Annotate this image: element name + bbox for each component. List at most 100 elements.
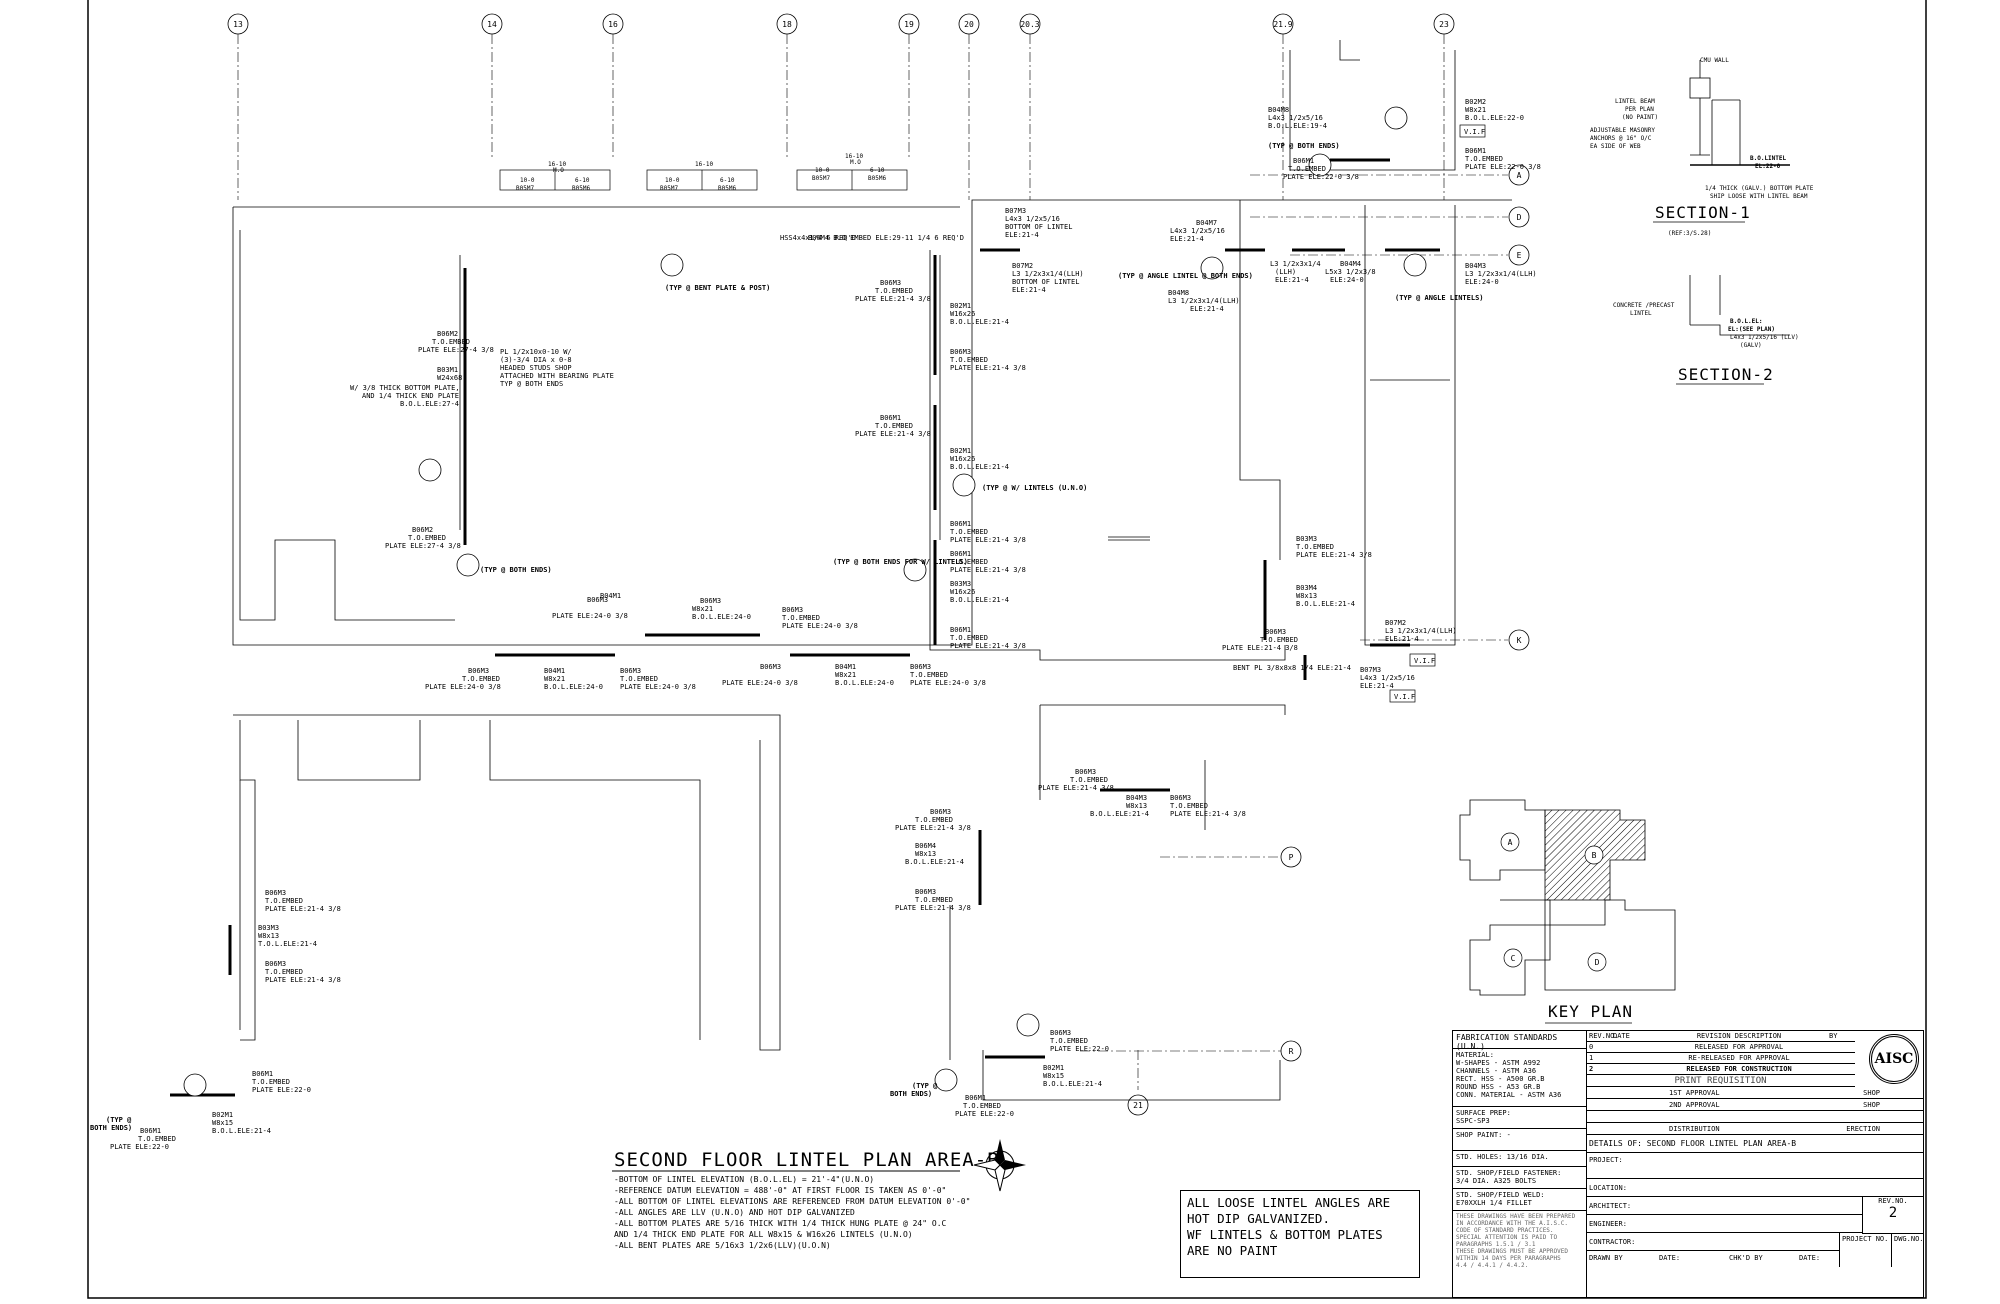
project-no-cell: PROJECT NO. (1839, 1233, 1891, 1267)
svg-text:(NO PAINT): (NO PAINT) (1622, 114, 1658, 121)
svg-text:A: A (1517, 171, 1522, 180)
svg-text:-REFERENCE DATUM ELEVATION = 4: -REFERENCE DATUM ELEVATION = 488'-0" AT … (614, 1186, 946, 1195)
svg-text:PLATE ELE:21-4 3/8: PLATE ELE:21-4 3/8 (855, 430, 931, 438)
svg-text:PLATE ELE:21-4 3/8: PLATE ELE:21-4 3/8 (1038, 784, 1114, 792)
svg-text:PLATE ELE:24-0 3/8: PLATE ELE:24-0 3/8 (782, 622, 858, 630)
svg-text:PLATE ELE:21-4 3/8: PLATE ELE:21-4 3/8 (1296, 551, 1372, 559)
svg-text:16-10: 16-10 (695, 161, 713, 168)
note-line: HOT DIP GALVANIZED. (1187, 1211, 1330, 1226)
svg-text:W8x15: W8x15 (1043, 1072, 1064, 1080)
svg-text:13: 13 (233, 20, 243, 29)
key-plan-area-labels: A B C D (1508, 838, 1600, 967)
svg-text:PLATE ELE:21-4 3/8: PLATE ELE:21-4 3/8 (1170, 810, 1246, 818)
svg-text:10-0: 10-0 (520, 177, 535, 184)
svg-text:B06M3: B06M3 (587, 596, 608, 604)
revision-row: 2 RELEASED FOR CONSTRUCTION (1586, 1064, 1855, 1075)
svg-text:B06M3: B06M3 (930, 808, 951, 816)
grid-bubble-14 (481, 13, 503, 35)
svg-text:L4x3 1/2x5/16: L4x3 1/2x5/16 (1268, 114, 1323, 122)
svg-text:K: K (1517, 636, 1522, 645)
svg-text:B06M3: B06M3 (1170, 794, 1191, 802)
svg-text:L3 1/2x3x1/4: L3 1/2x3x1/4 (1270, 260, 1321, 268)
svg-text:16-10: 16-10 (548, 161, 566, 168)
svg-text:B: B (1592, 851, 1597, 860)
svg-text:W8x13: W8x13 (915, 850, 936, 858)
svg-text:B06M3: B06M3 (760, 663, 781, 671)
section-1-labels: CMU WALL LINTEL BEAM PER PLAN (NO PAINT)… (1590, 57, 1814, 200)
svg-text:L4x3 1/2x5/16: L4x3 1/2x5/16 (1360, 674, 1415, 682)
galvanizing-note: ALL LOOSE LINTEL ANGLES ARE HOT DIP GALV… (1180, 1190, 1420, 1278)
surface-prep: SURFACE PREP:SSPC-SP3 (1453, 1107, 1586, 1129)
svg-text:-ALL BOTTOM OF LINTEL ELEVATIO: -ALL BOTTOM OF LINTEL ELEVATIONS ARE REF… (614, 1197, 970, 1206)
svg-text:B.O.L.ELE:21-4: B.O.L.ELE:21-4 (1043, 1080, 1102, 1088)
svg-text:B06M3: B06M3 (700, 597, 721, 605)
svg-text:(REF:3/S.28): (REF:3/S.28) (1668, 230, 1711, 237)
svg-text:EL:(SEE PLAN): EL:(SEE PLAN) (1728, 326, 1775, 333)
grid-bubble-labels: 13 14 16 18 19 20 20.3 21.9 23 A D E K P… (233, 20, 1521, 1110)
svg-text:(TYP @: (TYP @ (912, 1082, 937, 1090)
svg-text:PLATE ELE:21-4 3/8: PLATE ELE:21-4 3/8 (950, 536, 1026, 544)
svg-text:B06M3: B06M3 (910, 663, 931, 671)
svg-text:W16x26: W16x26 (950, 310, 975, 318)
svg-text:B03M3: B03M3 (258, 924, 279, 932)
svg-text:T.O.EMBED: T.O.EMBED (620, 675, 658, 683)
drawing-title: SECOND FLOOR LINTEL PLAN AREA-B (614, 1149, 1000, 1171)
svg-text:B06M1: B06M1 (950, 550, 971, 558)
svg-text:10-0: 10-0 (665, 177, 680, 184)
svg-text:-ALL BOTTOM PLATES ARE 5/16 TH: -ALL BOTTOM PLATES ARE 5/16 THICK WITH 1… (614, 1219, 947, 1228)
svg-text:PL 1/2x10x0-10 W/: PL 1/2x10x0-10 W/ (500, 348, 572, 356)
svg-text:B03M3: B03M3 (1296, 535, 1317, 543)
svg-text:B04M8: B04M8 (1168, 289, 1189, 297)
project-field: PROJECT: (1586, 1153, 1923, 1179)
pr-row (1586, 1111, 1923, 1123)
svg-text:B07M3: B07M3 (1005, 207, 1026, 215)
svg-text:23: 23 (1439, 20, 1449, 29)
svg-text:R: R (1289, 1047, 1294, 1056)
svg-text:B06M1: B06M1 (950, 520, 971, 528)
svg-text:B.O.L.ELE:22-0: B.O.L.ELE:22-0 (1465, 114, 1524, 122)
svg-text:16: 16 (608, 20, 618, 29)
svg-text:T.O.EMBED: T.O.EMBED (1070, 776, 1108, 784)
svg-text:B06M2: B06M2 (412, 526, 433, 534)
north-arrow-icon (973, 1139, 1026, 1192)
svg-text:PLATE ELE:21-4 3/8: PLATE ELE:21-4 3/8 (1222, 644, 1298, 652)
rev-no-cell: REV.NO. 2 (1862, 1197, 1923, 1234)
vif-boxes (1389, 124, 1486, 703)
svg-text:18: 18 (782, 20, 792, 29)
svg-text:-ALL BENT PLATES ARE 5/16x3 1/: -ALL BENT PLATES ARE 5/16x3 1/2x6(LLV)(U… (614, 1241, 831, 1250)
svg-text:T.O.EMBED: T.O.EMBED (963, 1102, 1001, 1110)
std-weld: STD. SHOP/FIELD WELD:E70XXLH 1/4 FILLET (1453, 1189, 1586, 1211)
svg-text:T.O.EMBED: T.O.EMBED (1260, 636, 1298, 644)
svg-text:V.I.F: V.I.F (1394, 693, 1415, 701)
svg-text:PLATE ELE:21-4 3/8: PLATE ELE:21-4 3/8 (855, 295, 931, 303)
svg-text:ANCHORS @ 16" O/C: ANCHORS @ 16" O/C (1590, 135, 1652, 142)
svg-text:T.O.EMBED: T.O.EMBED (950, 558, 988, 566)
svg-text:B06M1: B06M1 (140, 1127, 161, 1135)
svg-text:B07M2: B07M2 (1012, 262, 1033, 270)
title-block: FABRICATION STANDARDS (U.N.) MATERIAL:W-… (1452, 1030, 1924, 1298)
svg-text:PER PLAN: PER PLAN (1625, 106, 1654, 113)
svg-text:B06M1: B06M1 (1465, 147, 1486, 155)
section-2-title: SECTION-2 (1678, 365, 1774, 384)
svg-text:B06M1: B06M1 (252, 1070, 273, 1078)
svg-text:W16x26: W16x26 (950, 455, 975, 463)
svg-text:B04M8: B04M8 (1268, 106, 1289, 114)
svg-text:B06M3: B06M3 (950, 348, 971, 356)
sheet-border (87, 0, 1927, 1299)
svg-text:B.O.L.ELE:27-4: B.O.L.ELE:27-4 (400, 400, 459, 408)
svg-text:ATTACHED WITH BEARING PLATE: ATTACHED WITH BEARING PLATE (500, 372, 614, 380)
svg-text:B06M1: B06M1 (880, 414, 901, 422)
svg-text:PLATE ELE:21-4 3/8: PLATE ELE:21-4 3/8 (265, 905, 341, 913)
engineer-field: ENGINEER: (1586, 1215, 1863, 1233)
svg-text:M.O: M.O (850, 159, 861, 166)
svg-text:(TYP @ BOTH ENDS FOR W/ LINTEL: (TYP @ BOTH ENDS FOR W/ LINTELS) (833, 558, 968, 566)
svg-text:T.O.EMBED: T.O.EMBED (782, 614, 820, 622)
svg-text:B05M7: B05M7 (660, 185, 678, 192)
wall-outlines (232, 40, 1512, 1101)
svg-text:PLATE ELE:22-0: PLATE ELE:22-0 (252, 1086, 311, 1094)
svg-text:PLATE ELE:21-4 3/8: PLATE ELE:21-4 3/8 (895, 904, 971, 912)
svg-text:W8x13: W8x13 (1296, 592, 1317, 600)
svg-text:W16x26: W16x26 (950, 588, 975, 596)
